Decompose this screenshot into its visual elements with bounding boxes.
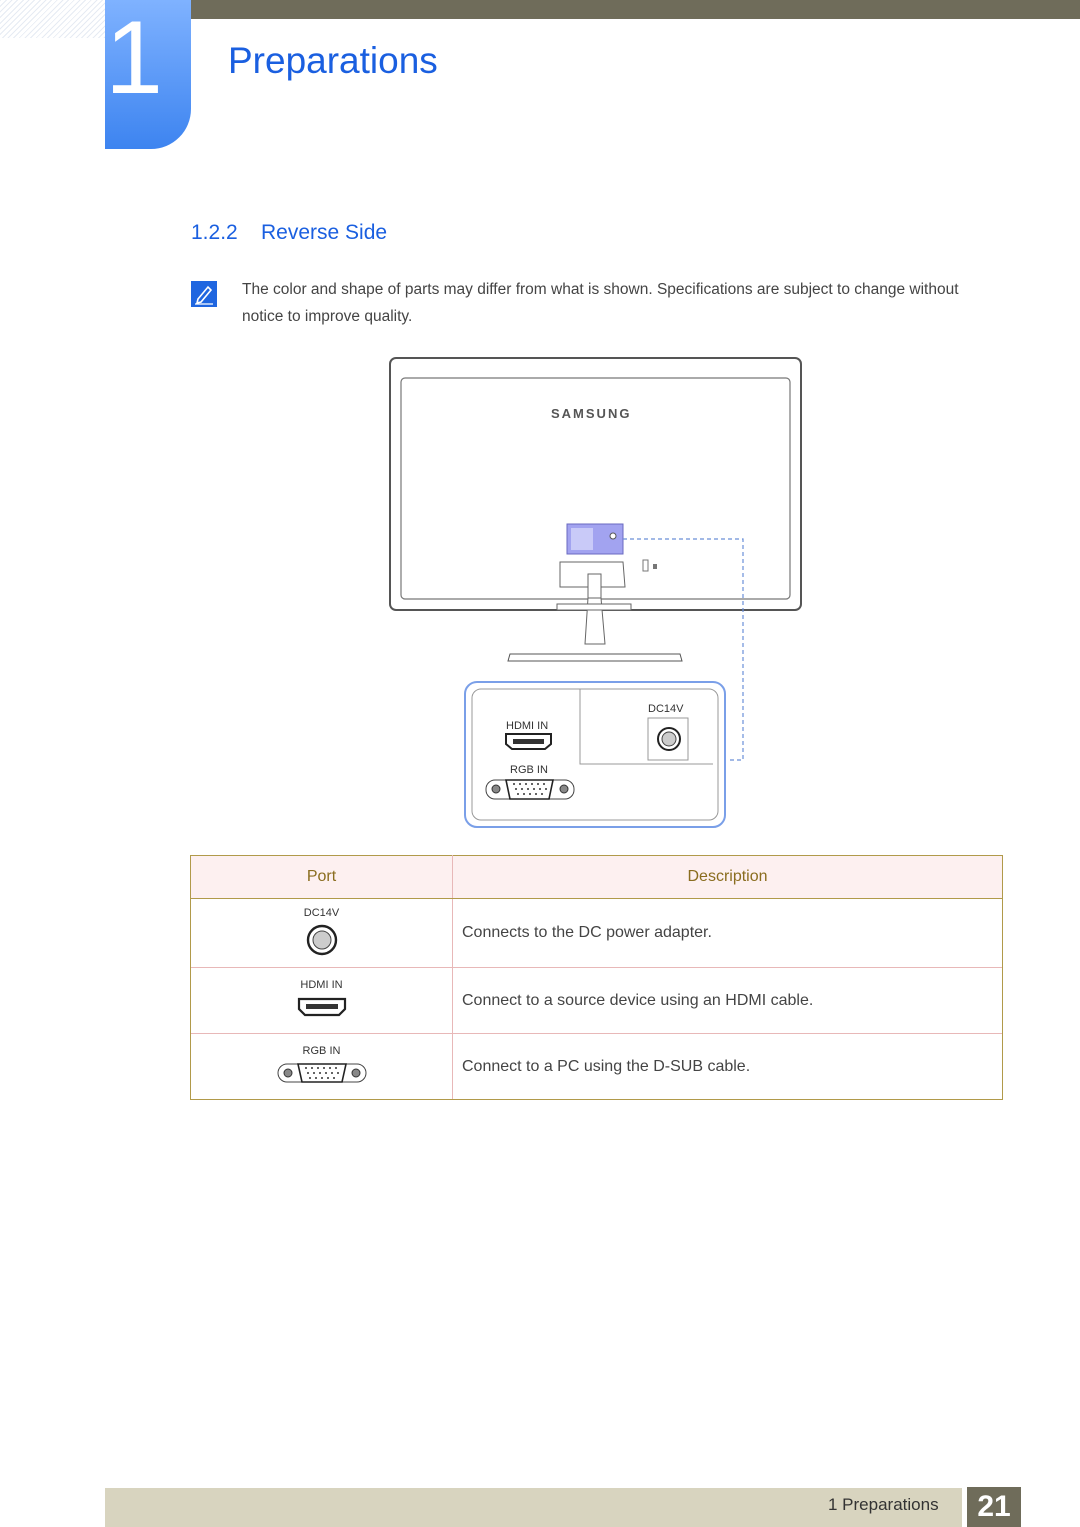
- samsung-logo: SAMSUNG: [551, 406, 632, 421]
- header-hatch-pattern: [0, 0, 105, 38]
- table-row: DC14V Connects to the DC power adapter.: [190, 898, 1003, 968]
- port-cell: RGB IN: [190, 1033, 453, 1100]
- hdmi-port-icon: [297, 997, 346, 1017]
- vga-port-icon: [277, 1063, 366, 1083]
- table-row: HDMI IN Connect to a source device using…: [190, 967, 1003, 1034]
- table-row: RGB IN Connect to a PC using the D-SUB c…: [190, 1033, 1003, 1100]
- note-text: The color and shape of parts may differ …: [242, 281, 959, 325]
- port-cell: HDMI IN: [190, 967, 453, 1034]
- footer-bar: [105, 1488, 962, 1527]
- port-name: RGB IN: [302, 1045, 341, 1057]
- rgb-port-label: RGB IN: [510, 764, 548, 776]
- chapter-number: 1: [105, 0, 163, 116]
- description-cell: Connects to the DC power adapter.: [452, 898, 1003, 968]
- section-heading: 1.2.2 Reverse Side: [191, 221, 387, 245]
- port-header: Port: [190, 855, 453, 899]
- chapter-title: Preparations: [228, 40, 438, 81]
- section-number: 1.2.2: [191, 221, 238, 244]
- note-pencil-icon: [191, 281, 217, 307]
- page-number-box: [967, 1487, 1021, 1527]
- description-cell: Connect to a PC using the D-SUB cable.: [452, 1033, 1003, 1100]
- chapter-tab: [105, 0, 191, 149]
- hdmi-port-label: HDMI IN: [506, 720, 549, 732]
- footer-chapter-label: 1 Preparations: [828, 1495, 939, 1514]
- port-table: Port Description DC14V Connects to the D…: [190, 855, 1003, 1100]
- section-title: Reverse Side: [261, 221, 388, 244]
- header-bar: [190, 0, 1080, 19]
- table-header-row: Port Description: [190, 855, 1003, 899]
- description-cell: Connect to a source device using an HDMI…: [452, 967, 1003, 1034]
- monitor-rear-illustration: [389, 357, 802, 828]
- dc-port-label: DC14V: [648, 703, 684, 715]
- monitor-rear-figure: SAMSUNG DC14V HDMI IN RGB IN: [385, 352, 805, 832]
- port-name: DC14V: [303, 906, 340, 919]
- port-name: HDMI IN: [300, 979, 343, 991]
- page-number: 21: [977, 1490, 1011, 1523]
- dc-power-jack-icon: [306, 924, 337, 955]
- description-header: Description: [452, 855, 1003, 899]
- port-cell: DC14V: [190, 898, 453, 968]
